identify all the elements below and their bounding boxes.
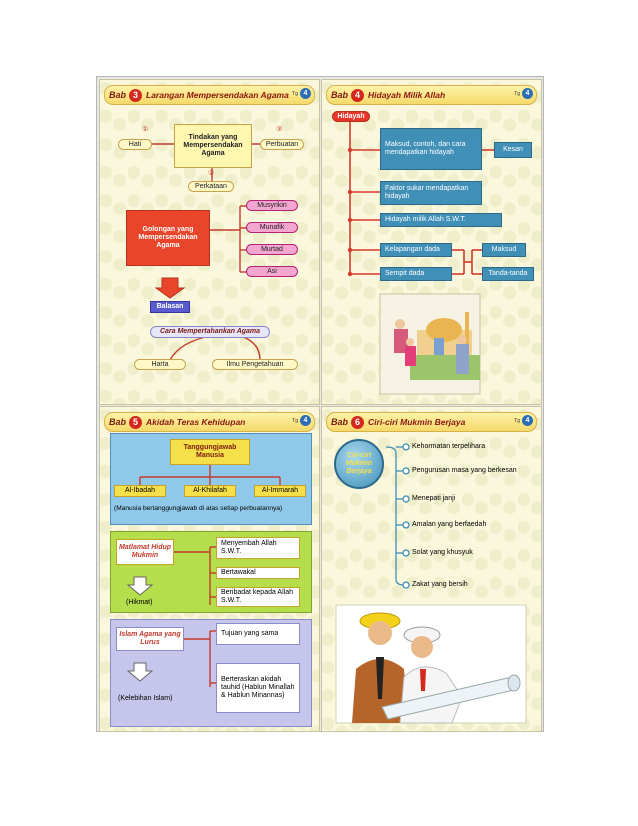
topic-maksud-box: Maksud, contoh, dan cara mendapatkan hid… [380,128,482,170]
ciri-item: Zakat yang bersih [412,581,468,588]
maksud-box: Maksud [482,243,526,257]
topic-faktor-box: Faktor sukar mendapatkan hidayah [380,181,482,205]
panel-title: Ciri-ciri Mukmin Berjaya [368,417,466,427]
role-immarah: Al-Immarah [254,485,306,497]
ciri-item: Solat yang khusyuk [412,549,473,556]
connector-lines [144,143,270,361]
islam-item: Berteraskan akidah tauhid (Hablun Minall… [216,663,300,713]
perbuatan-box: Perbuatan [260,139,304,150]
number-marker: ① [142,126,149,133]
balasan-box: Balasan [150,301,190,313]
number-marker: ② [208,170,215,177]
islam-box: Islam Agama yang Lurus [116,627,184,651]
topic-milik-box: Hidayah milik Allah S.W.T. [380,213,502,227]
matlamat-item: Beribadat kepada Allah S.W.T. [216,587,300,607]
kelapangan-box: Kelapangan dada [380,243,452,257]
bab-label: Bab [331,417,349,427]
ciri-item: Amalan yang berfaedah [412,521,487,528]
matlamat-item: Bertawakal [216,567,300,579]
kesan-box: Kesan [494,142,532,158]
engineers-illustration [335,604,527,724]
bab-label: Bab [109,417,127,427]
hidayah-label: Hidayah [332,111,370,122]
matlamat-item: Menyembah Allah S.W.T. [216,537,300,559]
mukmin-circle: Ciri-ciri Mukmin Berjaya [334,439,384,489]
role-ibadah: Al-Ibadah [114,485,166,497]
group-munafik: Munafik [246,222,298,233]
matlamat-box: Matlamat Hidup Mukmin [116,539,174,565]
ilmu-box: Ilmu Pengetahuan [212,359,298,370]
connector-lines [335,443,527,724]
tanggungjawab-box: Tanggungjawab Manusia [170,439,250,465]
group-asi: Asi [246,266,298,277]
islam-item: Tujuan yang sama [216,623,300,645]
bab-label: Bab [331,90,349,100]
connector-lines [126,465,281,687]
sempit-box: Sempit dada [380,267,452,281]
center-concept-box: Tindakan yang Mempersendakan Agama [174,124,252,168]
role-khilafah: Al-Khilafah [184,485,236,497]
mosque-illustration [379,293,481,395]
ciri-item: Menepati janji [412,495,456,502]
panel-title: Akidah Teras Kehidupan [146,417,246,427]
perkataan-box: Perkataan [188,181,234,192]
chapter-number: 5 [129,415,143,429]
golongan-box: Golongan yang Mempersendakan Agama [126,210,210,266]
chapter-number: 3 [129,88,143,102]
connector-lines [347,122,494,395]
panel-title: Hidayah Milik Allah [368,90,446,100]
cara-box: Cara Mempertahankan Agama [150,326,270,338]
group-murtad: Murtad [246,244,298,255]
hati-box: Hati [118,139,152,150]
number-marker: ③ [276,126,283,133]
bab-label: Bab [109,90,127,100]
chapter-number: 6 [351,415,365,429]
ciri-item: Kehormatan terpelihara [412,443,486,450]
group-musyrikin: Musyrikin [246,200,298,211]
chapter-number: 4 [351,88,365,102]
hikmat-label: (Hikmat) [126,599,153,606]
responsibility-note: (Manusia bertanggungjawab di atas setiap… [114,505,283,512]
tanda-box: Tanda-tanda [482,267,534,281]
ciri-item: Pengurusan masa yang berkesan [412,467,517,474]
harta-box: Harta [134,359,186,370]
kelebihan-label: (Kelebihan Islam) [118,695,173,702]
panel-title: Larangan Mempersendakan Agama [146,90,289,100]
